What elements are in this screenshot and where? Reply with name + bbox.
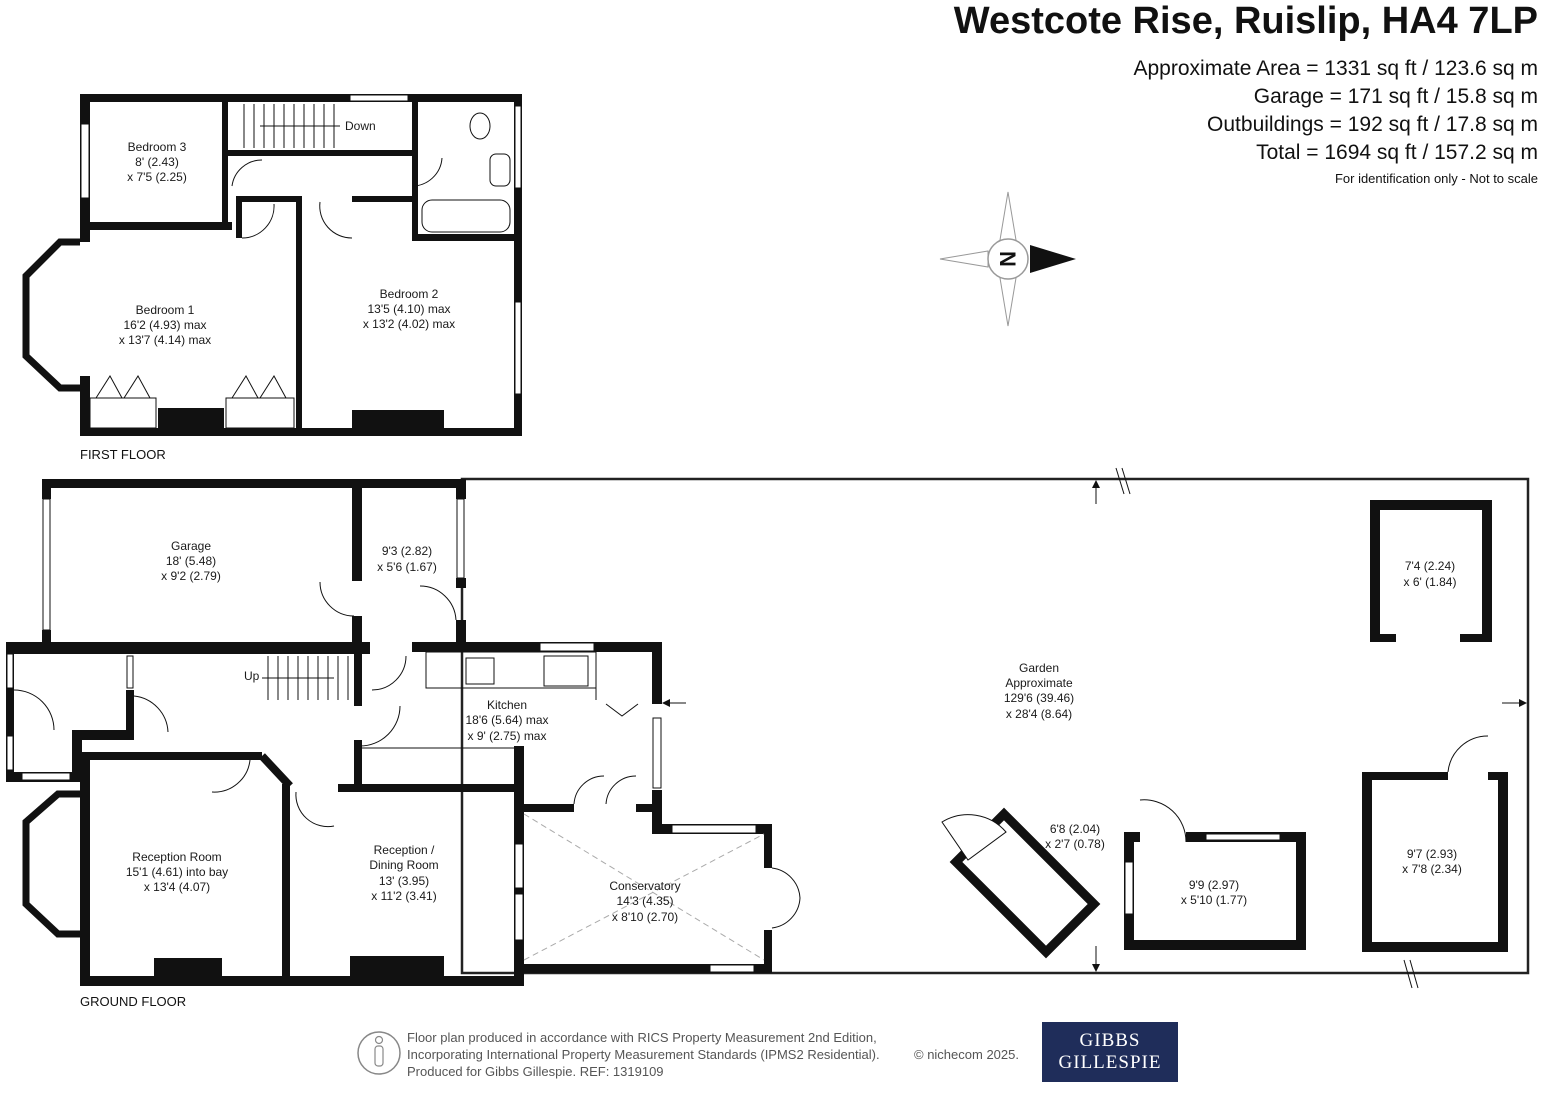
room-bedroom-3: Bedroom 3 8' (2.43) x 7'5 (2.25) — [127, 140, 187, 184]
svg-text:9'7 (2.93): 9'7 (2.93) — [1407, 847, 1457, 861]
svg-text:x 2'7 (0.78): x 2'7 (0.78) — [1045, 837, 1105, 851]
area-total: Total = 1694 sq ft / 157.2 sq m — [1256, 141, 1538, 164]
room-conservatory: Conservatory 14'3 (4.35) x 8'10 (2.70) — [609, 879, 680, 924]
svg-text:7'4 (2.24): 7'4 (2.24) — [1405, 559, 1455, 573]
svg-text:x 9'2 (2.79): x 9'2 (2.79) — [161, 569, 221, 583]
svg-text:Reception Room: Reception Room — [132, 850, 221, 864]
area-outbuildings: Outbuildings = 192 sq ft / 17.8 sq m — [1207, 113, 1538, 136]
svg-text:Garden: Garden — [1019, 661, 1059, 675]
svg-text:9'9 (2.97): 9'9 (2.97) — [1189, 878, 1239, 892]
svg-text:18' (5.48): 18' (5.48) — [166, 554, 216, 568]
compass-letter: N — [995, 251, 1020, 267]
svg-text:8' (2.43): 8' (2.43) — [135, 155, 179, 169]
svg-text:x 6' (1.84): x 6' (1.84) — [1404, 575, 1457, 589]
shed-top-right: 7'4 (2.24) x 6' (1.84) — [1404, 559, 1457, 589]
svg-text:13'5 (4.10) max: 13'5 (4.10) max — [368, 302, 451, 316]
svg-text:14'3 (4.35): 14'3 (4.35) — [617, 894, 674, 908]
room-utility: 9'3 (2.82) x 5'6 (1.67) — [377, 544, 437, 574]
room-dining: Reception / Dining Room 13' (3.95) x 11'… — [369, 843, 438, 903]
svg-text:GIBBS: GIBBS — [1080, 1030, 1141, 1051]
room-bedroom-2: Bedroom 2 13'5 (4.10) max x 13'2 (4.02) … — [363, 287, 455, 331]
footer-line-3: Produced for Gibbs Gillespie. REF: 13191… — [407, 1064, 664, 1079]
svg-text:x 9' (2.75) max: x 9' (2.75) max — [468, 729, 547, 743]
svg-text:Bedroom 1: Bedroom 1 — [136, 303, 195, 317]
svg-text:9'3 (2.82): 9'3 (2.82) — [382, 544, 432, 558]
svg-text:Conservatory: Conservatory — [609, 879, 680, 893]
svg-text:Reception /: Reception / — [374, 843, 435, 857]
svg-text:6'8 (2.04): 6'8 (2.04) — [1050, 822, 1100, 836]
svg-text:15'1 (4.61) into bay: 15'1 (4.61) into bay — [126, 865, 228, 879]
footer-line-2: Incorporating International Property Mea… — [407, 1047, 880, 1062]
agency-logo: GIBBS GILLESPIE — [1042, 1022, 1178, 1082]
svg-text:x 28'4 (8.64): x 28'4 (8.64) — [1006, 707, 1072, 721]
svg-text:x 7'8 (2.34): x 7'8 (2.34) — [1402, 862, 1462, 876]
svg-text:Bedroom 3: Bedroom 3 — [128, 140, 187, 154]
area-garage: Garage = 171 sq ft / 15.8 sq m — [1254, 85, 1538, 108]
svg-text:x 5'10 (1.77): x 5'10 (1.77) — [1181, 893, 1247, 907]
copyright: © nichecom 2025. — [914, 1047, 1019, 1062]
svg-text:16'2 (4.93) max: 16'2 (4.93) max — [124, 318, 207, 332]
first-floor-plan — [22, 94, 522, 436]
area-approximate: Approximate Area = 1331 sq ft / 123.6 sq… — [1134, 57, 1539, 80]
first-floor-label: FIRST FLOOR — [80, 447, 166, 462]
ground-floor-plan — [6, 467, 1530, 989]
ground-floor-label: GROUND FLOOR — [80, 994, 186, 1009]
shed-bottom-right: 9'7 (2.93) x 7'8 (2.34) — [1402, 847, 1462, 876]
shed-diagonal: 6'8 (2.04) x 2'7 (0.78) — [1045, 822, 1105, 851]
svg-text:x 13'4 (4.07): x 13'4 (4.07) — [144, 880, 210, 894]
room-kitchen: Kitchen 18'6 (5.64) max x 9' (2.75) max — [466, 698, 549, 743]
area-garden: Garden Approximate 129'6 (39.46) x 28'4 … — [1004, 661, 1074, 721]
svg-text:129'6 (39.46): 129'6 (39.46) — [1004, 691, 1074, 705]
scale-note: For identification only - Not to scale — [1335, 171, 1538, 186]
svg-text:18'6 (5.64) max: 18'6 (5.64) max — [466, 713, 549, 727]
svg-text:Dining Room: Dining Room — [369, 858, 438, 872]
svg-text:x 11'2 (3.41): x 11'2 (3.41) — [371, 889, 436, 903]
svg-text:x 5'6 (1.67): x 5'6 (1.67) — [377, 560, 437, 574]
shed-middle: 9'9 (2.97) x 5'10 (1.77) — [1181, 878, 1247, 907]
svg-text:13' (3.95): 13' (3.95) — [379, 874, 429, 888]
compass-icon: N — [939, 191, 1076, 327]
room-garage: Garage 18' (5.48) x 9'2 (2.79) — [161, 539, 221, 583]
footer-line-1: Floor plan produced in accordance with R… — [407, 1030, 877, 1045]
svg-text:GILLESPIE: GILLESPIE — [1059, 1052, 1162, 1073]
room-bedroom-1: Bedroom 1 16'2 (4.93) max x 13'7 (4.14) … — [119, 303, 211, 347]
svg-text:Garage: Garage — [171, 539, 211, 553]
room-reception: Reception Room 15'1 (4.61) into bay x 13… — [126, 850, 228, 894]
stairs-up-label: Up — [244, 669, 260, 683]
property-title: Westcote Rise, Ruislip, HA4 7LP — [954, 0, 1538, 42]
svg-text:x 13'2 (4.02) max: x 13'2 (4.02) max — [363, 317, 455, 331]
svg-text:x 13'7 (4.14) max: x 13'7 (4.14) max — [119, 333, 211, 347]
svg-text:x 7'5 (2.25): x 7'5 (2.25) — [127, 170, 187, 184]
svg-text:x 8'10 (2.70): x 8'10 (2.70) — [612, 910, 678, 924]
person-icon — [357, 1031, 401, 1075]
svg-text:Approximate: Approximate — [1005, 676, 1073, 690]
svg-text:Bedroom 2: Bedroom 2 — [380, 287, 439, 301]
svg-text:Kitchen: Kitchen — [487, 698, 527, 712]
stairs-down-label: Down — [345, 119, 376, 133]
